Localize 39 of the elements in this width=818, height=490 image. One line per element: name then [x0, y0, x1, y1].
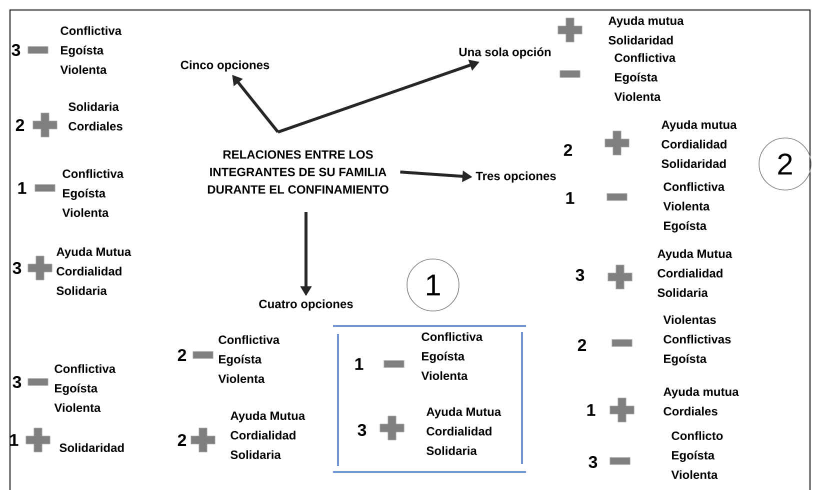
word-list: Conflictiva Egoísta Violenta — [54, 364, 116, 412]
count-number: 3 — [12, 376, 22, 388]
option-label: Cinco opciones — [180, 60, 270, 72]
count-number: 3 — [576, 268, 584, 282]
count-number: 2 — [178, 434, 186, 446]
word-list: Ayuda Mutua Cordialidad Solidaria — [56, 247, 132, 295]
count-number: 3 — [12, 262, 22, 274]
count-number: 2 — [564, 144, 572, 156]
count-number: 1 — [587, 404, 596, 416]
count-number: 3 — [358, 424, 366, 436]
word-list: Ayuda mutua Cordialidad Solidaridad — [662, 120, 737, 168]
count-number: 1 — [566, 192, 574, 204]
count-number: 1 — [18, 182, 26, 194]
word-list: Conflictiva Egoísta Violenta — [60, 26, 122, 74]
word-list: Violentas Conflictivas Egoísta — [663, 315, 731, 366]
word-list: Solidaridad — [60, 443, 124, 452]
option-label: Tres opciones — [476, 171, 556, 183]
count-number: 3 — [12, 44, 20, 56]
word-list: Conflictiva Egoísta Violenta — [62, 169, 124, 217]
count-number: 2 — [578, 339, 586, 351]
word-list: Conflicto Egoísta Violenta — [671, 431, 723, 479]
count-number: 1 — [355, 358, 364, 370]
word-list: Ayuda Mutua Cordialidad Solidaria — [230, 411, 306, 459]
count-number: 3 — [588, 456, 598, 468]
option-label: Cuatro opciones — [259, 299, 353, 311]
option-label: Una sola opción — [459, 47, 551, 59]
word-list: Ayuda mutua Solidaridad — [608, 16, 684, 44]
count-number: 1 — [10, 434, 18, 446]
word-list: Conflictiva Egoísta Violenta — [614, 53, 676, 101]
word-list: Conflictiva Egoísta Violenta — [218, 335, 280, 383]
word-list: Conflictiva Egoísta Violenta — [421, 332, 483, 380]
word-list: Conflictiva Violenta Egoísta — [663, 182, 725, 232]
count-number: 2 — [178, 349, 186, 361]
word-list: Ayuda Mutua Cordialidad Solidaria — [658, 249, 732, 297]
heading-text: RELACIONES ENTRE LOS INTEGRANTES DE SU FAMILIA DURANTE EL CONFINAMIENTO — [208, 150, 388, 194]
word-list: Ayuda mutua Cordiales — [664, 387, 739, 416]
count-number: 2 — [16, 119, 24, 131]
word-list: Solidaria Cordiales — [68, 102, 122, 130]
word-list: Ayuda Mutua Cordialidad Solidaria — [426, 407, 502, 455]
